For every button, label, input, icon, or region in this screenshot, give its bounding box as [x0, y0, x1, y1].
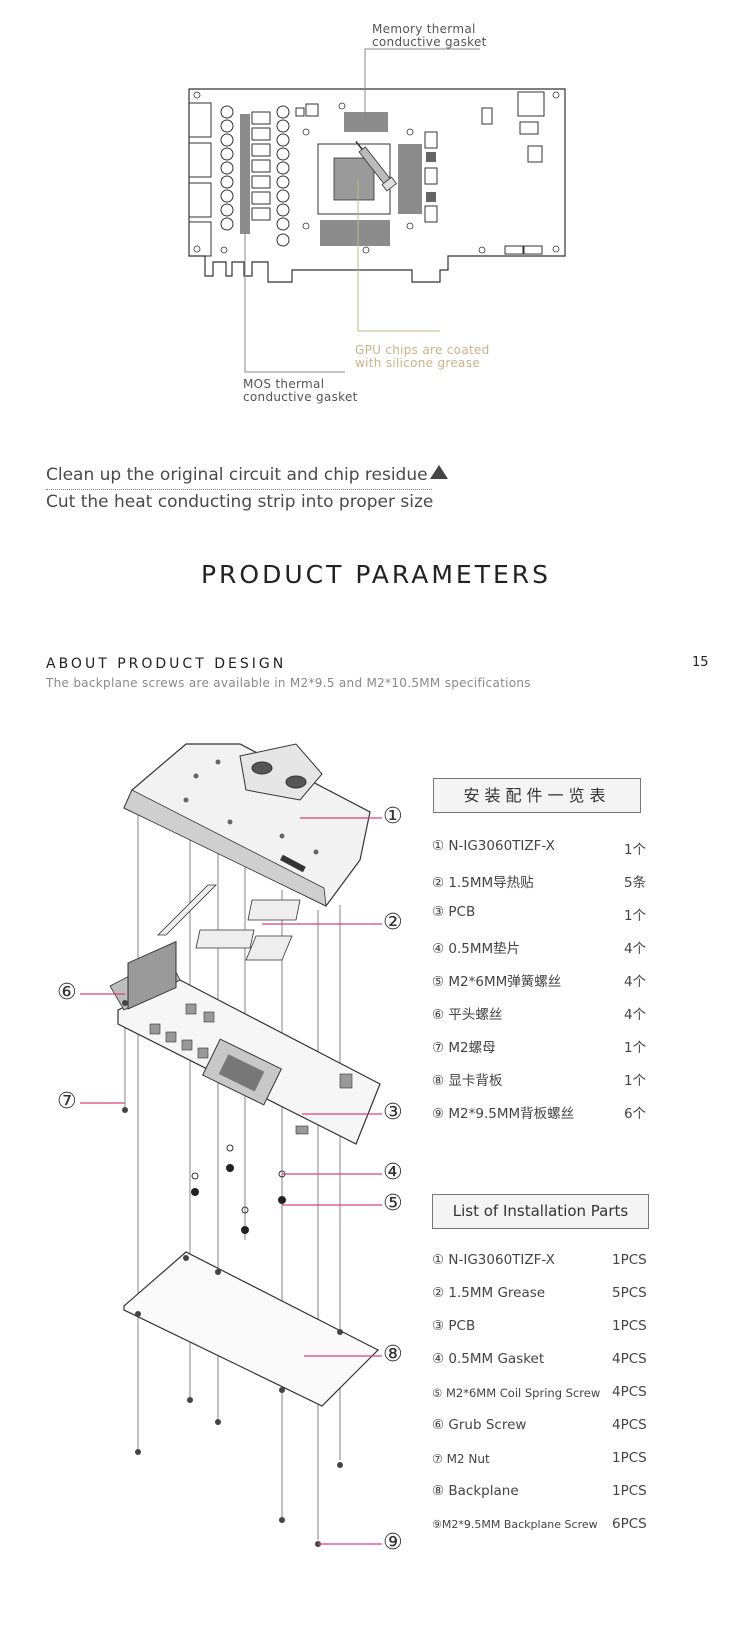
mos-gasket-label: MOS thermal conductive gasket: [243, 377, 358, 404]
callout-5: ⑤: [383, 1191, 403, 1216]
section-title: PRODUCT PARAMETERS: [200, 560, 552, 589]
callout-7: ⑦: [57, 1089, 77, 1114]
instruction-clean-text: Clean up the original circuit and chip r…: [46, 465, 428, 485]
gpu-grease-label: GPU chips are coated with silicone greas…: [355, 343, 490, 370]
about-heading: ABOUT PRODUCT DESIGN: [46, 656, 287, 672]
callout-9: ⑨: [383, 1530, 403, 1555]
memory-gasket-label: Memory thermal conductive gasket: [372, 22, 487, 49]
instruction-cut: Cut the heat conducting strip into prope…: [46, 492, 434, 512]
mos-leader: [244, 232, 345, 373]
mos-strip: [240, 114, 250, 234]
callout-2: ②: [383, 910, 403, 935]
callout-4: ④: [383, 1160, 403, 1185]
gpu-leader: [357, 180, 440, 332]
memory-pads: [320, 112, 422, 246]
exploded-diagram: [80, 743, 382, 1547]
page-number: 15: [692, 655, 709, 670]
callout-8: ⑧: [383, 1342, 403, 1367]
parts-en-title: List of Installation Parts: [432, 1194, 649, 1229]
grease-syringe-icon: [355, 141, 397, 192]
thermal-pads: [157, 884, 301, 961]
triangle-up-icon: [429, 465, 448, 479]
water-block: [123, 743, 371, 907]
instruction-clean: Clean up the original circuit and chip r…: [46, 465, 448, 485]
callout-1: ①: [383, 804, 403, 829]
pcb-top-diagram: [188, 48, 566, 373]
backplane: [123, 1251, 380, 1407]
pcb-capacitors: [220, 105, 290, 247]
pcb-outline: [188, 88, 566, 283]
gpu-die: [333, 157, 375, 201]
parts-cn-title: 安装配件一览表: [433, 778, 641, 813]
memory-leader: [364, 48, 480, 120]
spring-screws: [191, 1164, 286, 1234]
about-subtitle: The backplane screws are available in M2…: [46, 676, 531, 690]
callout-3: ③: [383, 1100, 403, 1125]
pcb-ports: [188, 102, 212, 257]
instruction-divider: [46, 489, 432, 490]
washers: [191, 1144, 286, 1214]
pcb-board: [109, 940, 381, 1145]
callout-6: ⑥: [57, 980, 77, 1005]
